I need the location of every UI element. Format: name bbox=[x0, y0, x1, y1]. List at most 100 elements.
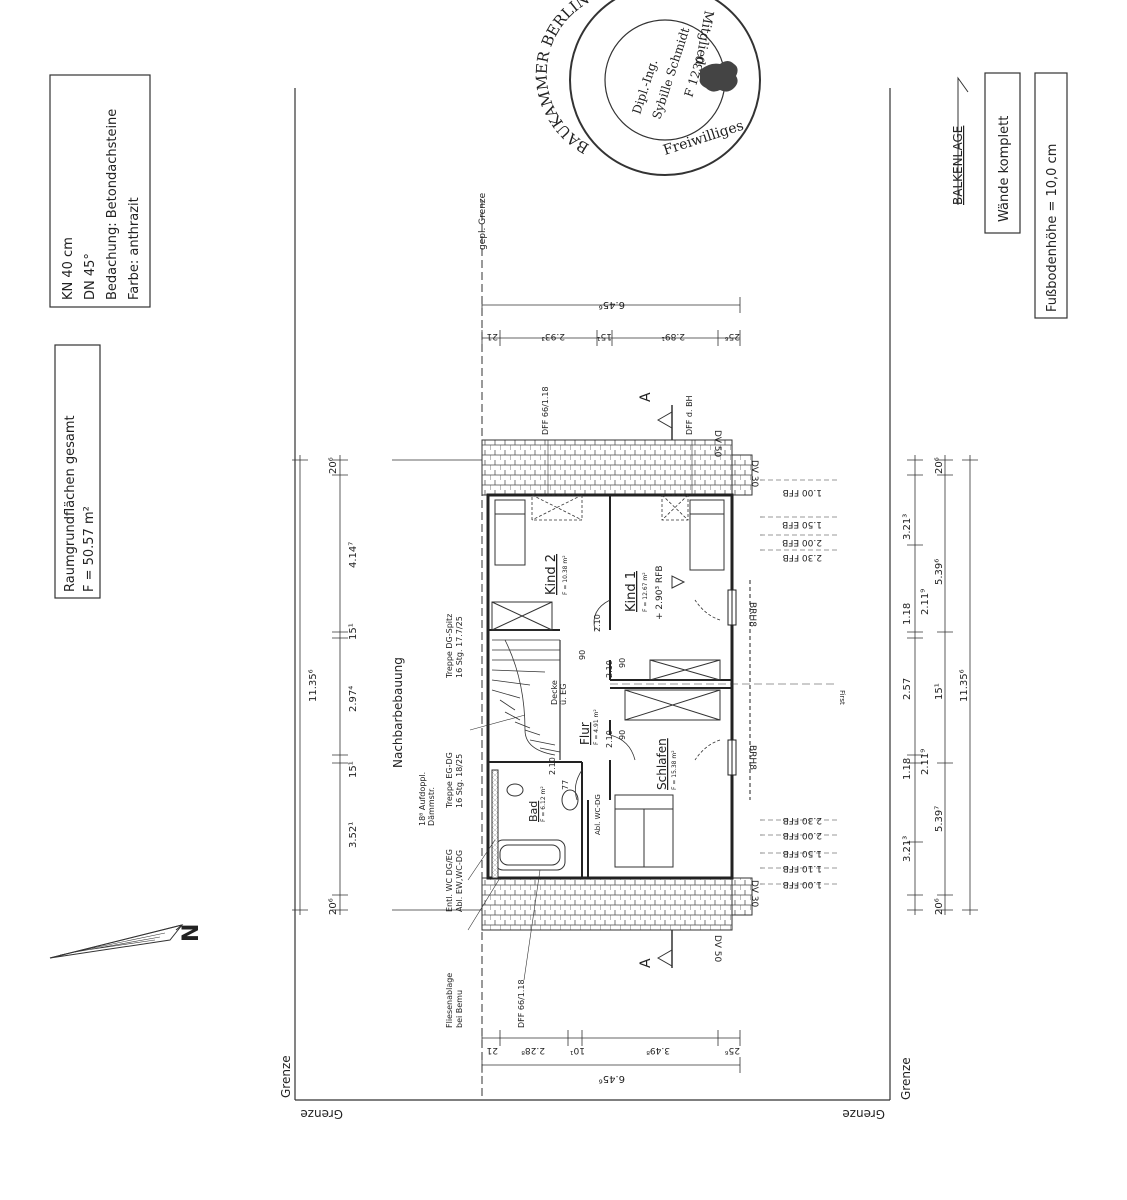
width-bottom-2: 2.28⁸ bbox=[521, 1045, 545, 1055]
dim-bottom-a-1: 3.21³ bbox=[902, 514, 913, 540]
wardrobes bbox=[491, 601, 553, 631]
waende-label: Wände komplett bbox=[997, 116, 1012, 222]
info-line-4: Farbe: anthrazit bbox=[127, 197, 142, 300]
dim-bottom-b-4: 5.39⁶ bbox=[934, 559, 945, 585]
level-marker-icon bbox=[671, 575, 686, 589]
roof-band-top bbox=[481, 439, 733, 496]
dim-top-5: 3.52¹ bbox=[348, 822, 359, 848]
room-kind1: Kind 1 F = 12.67 m² + 2.90³ RFB bbox=[624, 565, 686, 620]
area-box: Raumgrundflächen gesamt F = 50.57 m² bbox=[54, 344, 101, 599]
level-bottom-1: 2.00 FFB bbox=[783, 830, 822, 840]
width-top-3: 15¹ bbox=[597, 331, 612, 341]
room-flur-name: Flur bbox=[578, 722, 592, 745]
grenze-label-right: Grenze bbox=[899, 1057, 913, 1100]
dv30-label-top: DV 30 bbox=[749, 460, 759, 488]
dim-bottom-b-2: 15¹ bbox=[934, 683, 945, 700]
entl-2: Abl. EW,WC-DG bbox=[455, 850, 464, 912]
annotations: Treppe DG-Spitz 16 Stg. 17.7/25 Treppe E… bbox=[418, 386, 846, 1028]
dim-top-1: 4.14⁷ bbox=[348, 542, 359, 568]
section-label-bottom: A bbox=[638, 958, 654, 968]
section-marker-bottom: A bbox=[638, 930, 673, 968]
dim-bottom-a-2: 1.18 bbox=[902, 603, 913, 625]
level-top-2: 2.00 EFB bbox=[782, 537, 822, 547]
dv50-label-top: DV 50 bbox=[712, 430, 722, 458]
decke-2: ü. EG bbox=[559, 684, 568, 705]
dff-bh-label: DFF d. BH bbox=[685, 395, 694, 435]
roof-band-bottom bbox=[481, 877, 733, 931]
dim-bottom-b-1: 2.11⁹ bbox=[920, 749, 931, 775]
area-line-2: F = 50.57 m² bbox=[82, 506, 97, 592]
dimension-chain-left bbox=[292, 455, 482, 915]
dim-top-6: 20⁶ bbox=[328, 898, 339, 915]
bath-fixtures bbox=[491, 769, 579, 879]
engineer-stamp: BAUKAMMER BERLIN Mitglied Freiwilliges D… bbox=[532, 0, 761, 176]
dim-bottom-a-0: 20⁶ bbox=[934, 457, 945, 474]
room-kind1-height: + 2.90³ RFB bbox=[655, 565, 665, 620]
section-marker-top: A bbox=[638, 392, 673, 440]
room-schlafen-area: F = 15.38 m² bbox=[671, 750, 678, 790]
windows bbox=[727, 580, 751, 800]
dim-bottom-a-6: 20⁶ bbox=[934, 898, 945, 915]
level-bottom-4: 1.00 FFB bbox=[783, 879, 822, 889]
roof-band-right-bottom bbox=[731, 877, 753, 916]
legend: BALKENLAGE Wände komplett Fußbodenhöhe =… bbox=[951, 72, 1068, 319]
width-bottom-1: 21 bbox=[487, 1045, 498, 1055]
room-bad: Bad F = 6.12 m² bbox=[527, 786, 547, 822]
room-schlafen: Schlafen F = 15.38 m² bbox=[655, 738, 678, 790]
dimension-labels-right: 20⁶ 3.21³ 1.18 2.57 1.18 3.21³ 20⁶ 5.39⁷… bbox=[902, 457, 970, 915]
dim-bottom-a-3: 2.57 bbox=[902, 678, 913, 700]
door-dim-6: 77 bbox=[561, 780, 570, 790]
nachbarbebauung-label: Nachbarbebauung bbox=[391, 657, 405, 768]
width-top-2: 2.93³ bbox=[541, 331, 565, 341]
fussboden-label: Fußbodenhöhe = 10,0 cm bbox=[1045, 144, 1060, 312]
dim-bottom-a-5: 3.21³ bbox=[902, 836, 913, 862]
entl-1: Entl. WC DG/EG bbox=[445, 849, 454, 912]
dim-top-3: 2.97⁴ bbox=[348, 686, 359, 712]
width-dimension-top: 6.45⁶ 21 2.93³ 15¹ 2.89¹ 25⁶ bbox=[481, 297, 741, 346]
stair bbox=[491, 639, 561, 760]
bear-emblem-icon bbox=[699, 61, 738, 92]
width-dimension-bottom: 6.45⁶ 21 2.28⁸ 10¹ 3.49⁸ 25⁶ bbox=[481, 1030, 741, 1084]
level-marks bbox=[760, 479, 840, 885]
fliesen-1: Fliesenablage bbox=[445, 973, 454, 1028]
section-label-top: A bbox=[638, 392, 654, 402]
treppe-eg-1: Treppe EG-DG bbox=[445, 752, 454, 809]
property-border: Grenze Grenze Grenze Grenze gepl. Grenze… bbox=[279, 88, 913, 1121]
width-top-1: 21 bbox=[487, 331, 498, 341]
brh-label-bottom: BRH8 bbox=[747, 745, 757, 770]
level-bottom-3: 1.10 FFB bbox=[783, 863, 822, 873]
width-bottom-4: 3.49⁸ bbox=[646, 1045, 670, 1055]
dim-bottom-b-0: 5.39⁷ bbox=[934, 806, 945, 832]
abl-wc-label: Abl. WC-DG bbox=[594, 794, 602, 835]
treppe-dg-1: Treppe DG-Spitz bbox=[445, 614, 454, 679]
width-bottom-3: 10¹ bbox=[570, 1045, 585, 1055]
width-top-4: 2.89¹ bbox=[661, 331, 685, 341]
door-dim-2: 2.10 bbox=[605, 660, 614, 678]
room-flur: Flur F = 4.91 m² bbox=[578, 709, 600, 745]
north-label: N bbox=[179, 924, 204, 942]
info-line-2: DN 45° bbox=[83, 253, 98, 300]
door-dim-0: 2.10 bbox=[593, 614, 602, 632]
room-kind1-area: F = 12.67 m² bbox=[642, 572, 649, 612]
door-dim-4: 2.10 bbox=[605, 730, 614, 748]
aufdoppl-2: Dämmstr. bbox=[427, 787, 436, 826]
room-schlafen-name: Schlafen bbox=[655, 738, 669, 790]
door-dimensions: 2.10 90 2.10 90 2.10 2.10 77 90 bbox=[548, 614, 627, 790]
roof-band-right-top bbox=[731, 454, 753, 496]
room-bad-area: F = 6.12 m² bbox=[540, 786, 547, 822]
level-bottom-0: 2.30 FFB bbox=[783, 815, 822, 825]
room-kind2-name: Kind 2 bbox=[544, 554, 559, 595]
room-kind1-name: Kind 1 bbox=[624, 571, 639, 612]
info-line-1: KN 40 cm bbox=[61, 237, 76, 300]
width-bottom-5: 25⁶ bbox=[725, 1045, 740, 1055]
width-top-5: 25⁶ bbox=[725, 331, 740, 341]
gepl-grenze-label: gepl. Grenze bbox=[478, 192, 488, 250]
dv30-label-bottom: DV 30 bbox=[749, 880, 759, 908]
door-dim-3: 90 bbox=[618, 658, 627, 668]
room-flur-area: F = 4.91 m² bbox=[593, 709, 600, 745]
dim-overall: 11.35⁶ bbox=[308, 669, 319, 702]
grenze-label-bottom-right: Grenze bbox=[842, 1107, 885, 1121]
grenze-label-left: Grenze bbox=[279, 1055, 293, 1098]
first-label: First bbox=[838, 690, 846, 705]
